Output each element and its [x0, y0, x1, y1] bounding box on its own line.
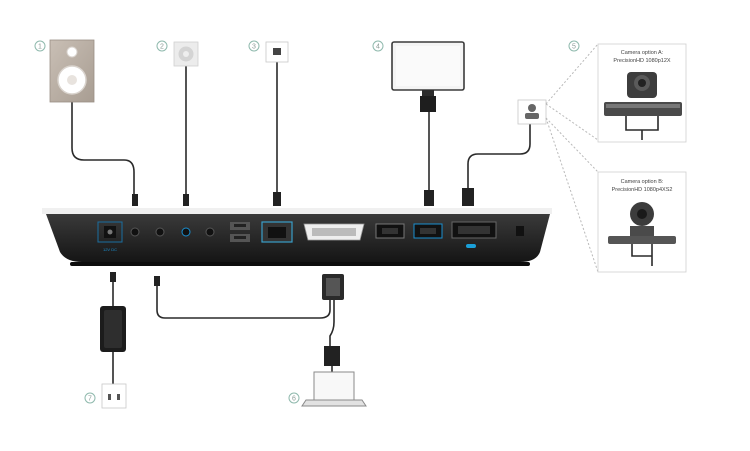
dvi-port[interactable]: [303, 223, 365, 241]
audio-in-port[interactable]: [155, 227, 165, 237]
dvi-cable: [329, 300, 335, 346]
speaker-out-port[interactable]: [130, 227, 140, 237]
camera-option-b-panel: Camera option B: PrecisionHD 1080p4XS2: [597, 171, 687, 273]
hdmi-port-1[interactable]: [375, 223, 405, 239]
callout-3: 3: [252, 44, 256, 51]
callout-7: 7: [88, 396, 92, 403]
laptop-icon: [301, 346, 367, 407]
codec-unit: 12V DC: [42, 188, 552, 300]
ethernet-jack-icon: [265, 41, 289, 63]
power-socket-icon: [101, 383, 127, 409]
monitor-icon: [391, 41, 465, 112]
callout-1: 1: [38, 44, 42, 51]
camera-a-model: PrecisionHD 1080p12X: [613, 58, 671, 64]
hdmi-port-2[interactable]: [413, 223, 443, 239]
callout-4: 4: [376, 44, 380, 51]
camera-leader-lines: [545, 43, 599, 273]
camera-b-model: PrecisionHD 1080p4XS2: [612, 187, 673, 193]
camera-b-illustration: [608, 202, 676, 266]
microphone-icon: [173, 41, 199, 67]
power-port-label: 12V DC: [103, 247, 117, 252]
callout-5: 5: [572, 44, 576, 51]
camera-cable: [467, 124, 531, 196]
camera-option-a-panel: Camera option A: PrecisionHD 1080p12X: [597, 43, 687, 143]
headset-port[interactable]: [205, 227, 215, 237]
camera-port[interactable]: [451, 221, 497, 248]
camera-a-illustration: [604, 72, 682, 140]
callout-6: 6: [292, 396, 296, 403]
kensington-slot: [516, 226, 524, 236]
speaker-icon: [49, 39, 95, 103]
ethernet-port[interactable]: [261, 221, 293, 243]
microphone-in-port[interactable]: [181, 227, 191, 237]
cables: [71, 62, 531, 384]
usb-ports[interactable]: [230, 222, 250, 242]
camera-b-title: Camera option B:: [621, 179, 664, 185]
camera-jack-icon: [517, 99, 547, 125]
camera-a-title: Camera option A:: [621, 50, 664, 56]
callout-2: 2: [160, 44, 164, 51]
plugged-connectors: [110, 188, 474, 300]
speaker-cable: [71, 100, 135, 196]
audio-in-cable: [156, 282, 331, 319]
callout-badges: 1 2 3 4 5 6 7: [34, 40, 580, 404]
power-adapter-icon: [100, 306, 126, 352]
power-port[interactable]: 12V DC: [97, 221, 123, 252]
